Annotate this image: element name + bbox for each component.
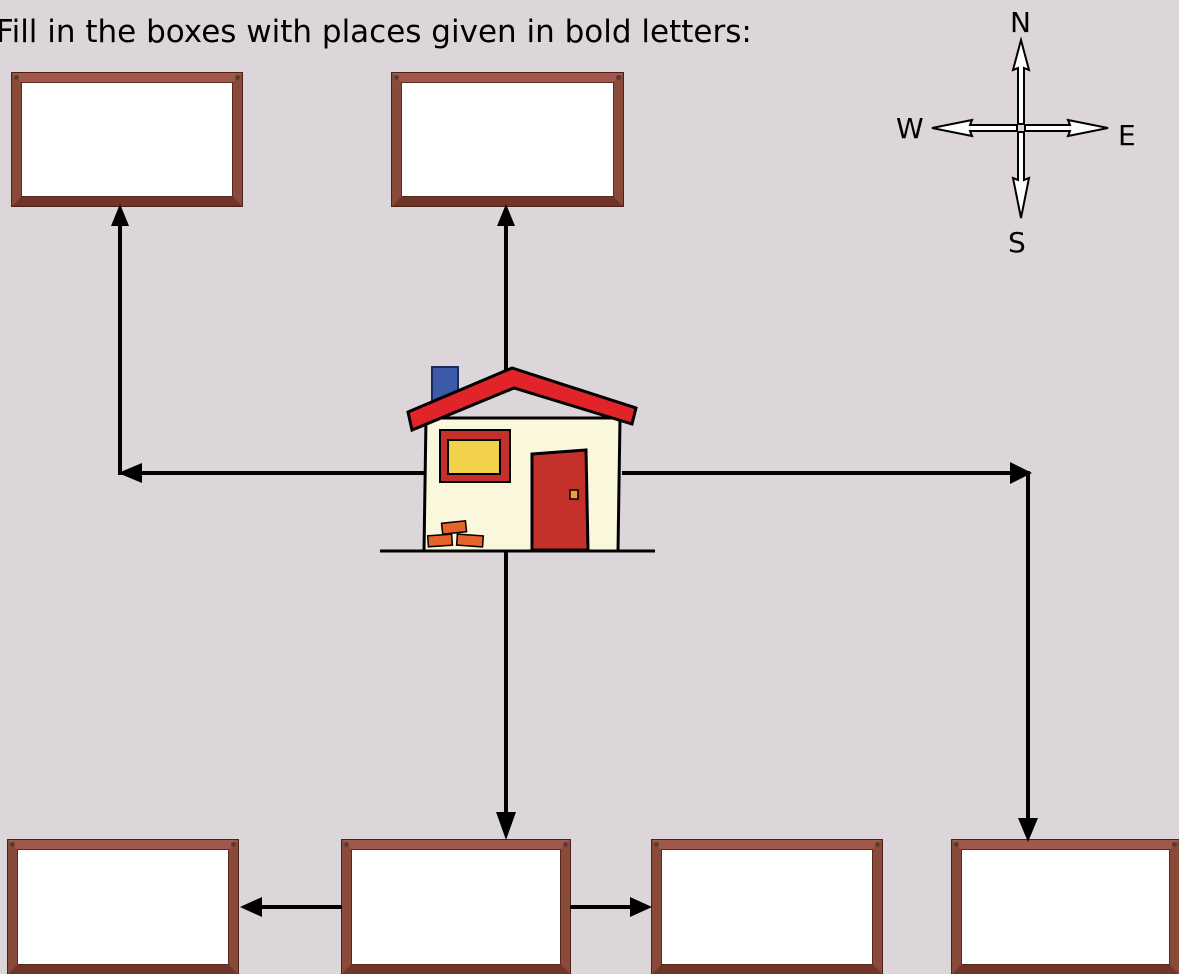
answer-box-south-east[interactable] [652,840,882,974]
arrow-to-south-box [496,552,516,840]
compass-north-label: N [1010,6,1031,39]
instruction-text: Fill in the boxes with places given in b… [0,14,752,50]
arrow-to-northwest-box [111,204,425,483]
house-icon [380,366,655,553]
answer-box-south-west[interactable] [8,840,238,974]
compass-rose-icon [931,36,1109,219]
answer-box-south[interactable] [342,840,570,974]
compass-south-label: S [1008,226,1026,259]
compass-west-label: W [896,112,924,145]
compass-east-label: E [1118,119,1136,152]
arrow-to-south-west-box [240,897,342,917]
arrow-to-east-box [622,462,1038,842]
answer-box-east[interactable] [952,840,1179,974]
answer-box-northwest[interactable] [12,73,242,206]
arrow-to-south-east-box [570,897,652,917]
arrow-to-north-box [497,204,515,370]
answer-box-north[interactable] [392,73,623,206]
